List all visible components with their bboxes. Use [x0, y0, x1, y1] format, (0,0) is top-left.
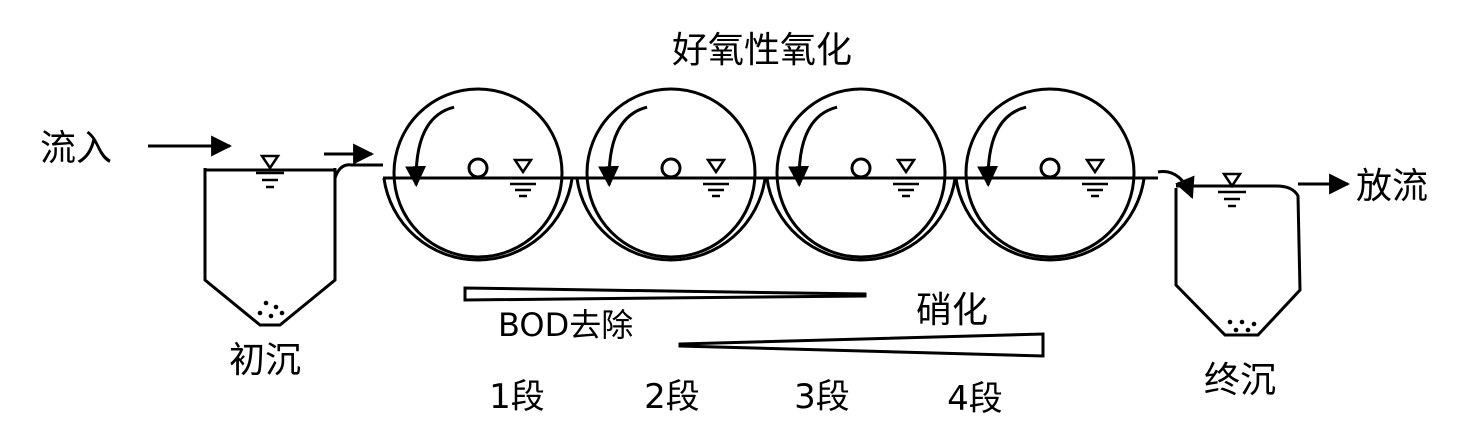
water-level-icon: [895, 158, 917, 175]
bod-removal-wedge: [463, 286, 867, 302]
inflow-label: 流入: [40, 128, 112, 169]
rbc-disc-2: [585, 87, 757, 259]
primary-settler-label: 初沉: [229, 340, 301, 381]
final-settler-label: 终沉: [1204, 360, 1276, 401]
rotation-arrow-icon: [405, 105, 455, 188]
transfer-pipe: [333, 163, 383, 179]
sludge-dots-icon: [1227, 319, 1257, 333]
water-level-icon: [512, 158, 534, 175]
nitrification-label: 硝化: [916, 290, 988, 331]
water-level-icon: [256, 154, 284, 189]
stage-label-1: 1段: [489, 377, 545, 417]
shaft-icon: [1039, 157, 1061, 179]
rotation-arrow-icon: [977, 105, 1027, 188]
stage-label-3: 3段: [794, 377, 850, 417]
rbc-disc-3: [775, 87, 947, 259]
water-level-icon: [1084, 158, 1106, 175]
stage-label-4: 4段: [947, 379, 1003, 419]
shaft-icon: [467, 157, 489, 179]
sludge-dots-icon: [257, 300, 285, 319]
rbc-disc-1: [392, 87, 564, 259]
rbc-disc-4: [964, 87, 1136, 259]
final-settler-tank: [1174, 184, 1302, 337]
water-level-icon: [705, 158, 727, 175]
title-aerobic-oxidation: 好氧性氧化: [672, 30, 852, 71]
outflow-label: 放流: [1356, 166, 1428, 207]
rotation-arrow-icon: [598, 105, 648, 188]
primary-settler-tank: [203, 168, 337, 327]
nitrification-wedge: [678, 332, 1045, 358]
stage-label-2: 2段: [644, 377, 700, 417]
rbc-discs: [382, 87, 1158, 262]
bod-removal-label: BOD去除: [498, 306, 633, 344]
rotation-arrow-icon: [788, 105, 838, 188]
shaft-icon: [850, 157, 872, 179]
water-level-icon: [1218, 172, 1246, 208]
shaft-icon: [660, 157, 682, 179]
final-settler-inlet-arrow: [1157, 170, 1195, 199]
trough-outline: [382, 176, 1158, 262]
